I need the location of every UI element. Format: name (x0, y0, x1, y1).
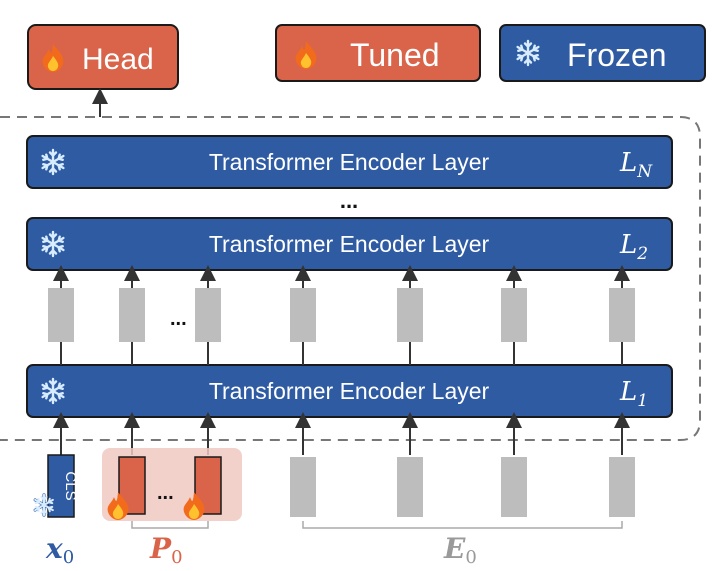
prompt-group: ... (102, 448, 242, 529)
p0-label: P0 (149, 532, 183, 568)
intermediate-token (290, 265, 316, 365)
layer-label: Transformer Encoder Layer (209, 378, 490, 404)
cls-label: CLS (62, 471, 79, 500)
intermediate-token (119, 265, 145, 365)
encoder-dashed-outline (0, 116, 701, 441)
layer-label: Transformer Encoder Layer (209, 149, 490, 175)
intermediate-tokens: ... (48, 265, 635, 365)
layer-index: L1 (619, 377, 648, 411)
embedding-token (609, 457, 635, 517)
intermediate-token (501, 265, 527, 365)
cls-token: CLS (33, 454, 79, 518)
embedding-tokens (290, 457, 635, 529)
input-arrows (53, 412, 630, 455)
intermediate-token (48, 265, 74, 365)
layer-index: L2 (619, 230, 648, 264)
embedding-token (501, 457, 527, 517)
encoder-layer-top: Transformer Encoder Layer LN (26, 135, 673, 189)
legend-frozen: Frozen (499, 24, 706, 82)
head-label: Head (82, 43, 154, 76)
embedding-token (397, 457, 423, 517)
row-ellipsis: ... (170, 308, 187, 330)
intermediate-token (397, 265, 423, 365)
layer-label: Transformer Encoder Layer (209, 231, 490, 257)
embedding-token (290, 457, 316, 517)
e0-label: E0 (443, 532, 477, 568)
frozen-label: Frozen (567, 37, 667, 73)
prompt-token (194, 456, 222, 515)
legend-tuned: Tuned (275, 24, 481, 82)
prompt-ellipsis: ... (157, 482, 174, 504)
head-box: Head (27, 24, 179, 90)
tuned-label: Tuned (350, 37, 440, 73)
encoder-layer-bottom: Transformer Encoder Layer L1 (26, 364, 673, 418)
intermediate-token (195, 265, 221, 365)
encoder-layer-middle: Transformer Encoder Layer L2 (26, 217, 673, 271)
prompt-token (118, 456, 146, 515)
x0-label: x0 (45, 532, 74, 568)
snowflake-icon (33, 493, 55, 517)
intermediate-token (609, 265, 635, 365)
vertical-ellipsis: ... (340, 188, 358, 213)
layer-index: LN (619, 148, 653, 182)
